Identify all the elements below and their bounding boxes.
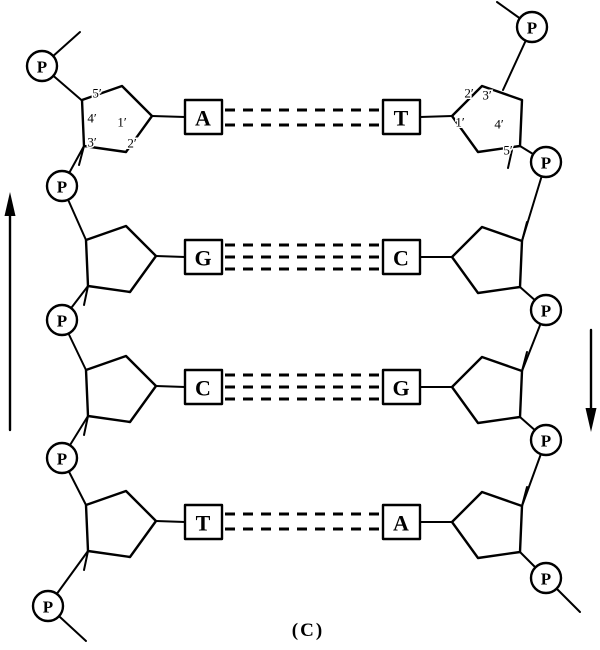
carbon-label: 4′ xyxy=(87,111,97,126)
hydrogen-bonds xyxy=(225,243,380,271)
carbon-label: 2′ xyxy=(464,86,474,101)
bond-stub xyxy=(521,351,528,372)
base-box-left xyxy=(183,503,224,541)
phosphate-label: P xyxy=(57,450,67,469)
bond-stub xyxy=(83,550,89,571)
right-sugar-carbon-labels: 2′ 3′ 1′ 4′ 5′ xyxy=(454,84,515,159)
phosphate-group: P xyxy=(31,589,65,623)
base-pair-row-2: G C xyxy=(155,238,453,276)
phosphate-group: P xyxy=(45,441,79,475)
phosphate-label: P xyxy=(37,58,47,77)
base-letter: A xyxy=(195,106,211,131)
base-letter: C xyxy=(195,376,211,401)
bond-stub xyxy=(78,145,85,166)
phosphate-group: P xyxy=(529,561,563,595)
deoxyribose-sugar xyxy=(450,84,524,154)
base-box-left xyxy=(183,98,224,136)
carbon-label: 4′ xyxy=(494,117,504,132)
carbon-label: 2′ xyxy=(127,136,137,151)
base-box-left xyxy=(183,238,224,276)
phosphate-label: P xyxy=(527,19,537,38)
glycosidic-bond xyxy=(155,385,186,388)
phosphate-label: P xyxy=(43,598,53,617)
deoxyribose-sugar xyxy=(80,84,154,154)
phosphate-group: P xyxy=(515,10,549,44)
deoxyribose-sugar xyxy=(84,224,158,294)
hydrogen-bonds xyxy=(225,512,380,531)
phosphate-label: P xyxy=(541,432,551,451)
left-strand-direction-arrow-up xyxy=(4,192,16,432)
base-box-left xyxy=(183,368,224,406)
right-phosphates: P P P P P xyxy=(515,10,563,595)
deoxyribose-sugar xyxy=(84,354,158,424)
left-sugars xyxy=(80,84,158,559)
base-letter: G xyxy=(194,246,211,271)
carbon-label: 1′ xyxy=(455,115,465,130)
base-box-right xyxy=(381,503,422,541)
phosphate-group: P xyxy=(529,293,563,327)
glycosidic-bond xyxy=(151,115,186,118)
base-pair-row-3: C G xyxy=(155,368,453,406)
phosphate-label: P xyxy=(541,570,551,589)
bond-stub xyxy=(521,486,528,507)
bond-stub xyxy=(521,221,528,242)
base-letter: T xyxy=(196,511,211,536)
phosphate-label: P xyxy=(57,312,67,331)
phosphate-label: P xyxy=(57,178,67,197)
glycosidic-bond xyxy=(155,255,186,258)
right-strand-direction-arrow-down xyxy=(585,328,597,432)
deoxyribose-sugar xyxy=(450,225,524,295)
phosphate-group: P xyxy=(529,423,563,457)
base-letter: C xyxy=(393,246,409,271)
phosphate-group: P xyxy=(45,169,79,203)
base-box-right xyxy=(381,238,422,276)
base-letter: A xyxy=(393,511,409,536)
hydrogen-bonds xyxy=(225,373,380,401)
base-letter: T xyxy=(394,106,409,131)
bond-stub xyxy=(507,149,513,169)
left-phosphates: P P P P P xyxy=(25,49,79,623)
figure-caption: (C) xyxy=(292,620,324,641)
base-box-right xyxy=(381,368,422,406)
glycosidic-bond xyxy=(419,115,453,118)
deoxyribose-sugar xyxy=(450,490,524,560)
carbon-label: 3′ xyxy=(87,135,97,150)
phosphate-group: P xyxy=(25,49,59,83)
right-sugars xyxy=(450,84,524,560)
hydrogen-bonds xyxy=(225,108,380,127)
left-strand-backbone xyxy=(41,31,89,642)
deoxyribose-sugar xyxy=(450,355,524,425)
carbon-label: 5′ xyxy=(503,143,513,158)
phosphate-group: P xyxy=(45,303,79,337)
phosphate-group: P xyxy=(529,145,563,179)
left-sugar-carbon-labels: 5′ 4′ 3′ 1′ 2′ xyxy=(86,84,139,152)
bond-stub xyxy=(83,415,89,436)
base-letter: G xyxy=(392,376,409,401)
deoxyribose-sugar xyxy=(84,489,158,559)
glycosidic-bond xyxy=(155,520,186,523)
carbon-label: 1′ xyxy=(117,115,127,130)
carbon-label: 5′ xyxy=(92,86,102,101)
base-box-right xyxy=(381,98,422,136)
bond-stub xyxy=(83,285,89,306)
phosphate-label: P xyxy=(541,154,551,173)
phosphate-label: P xyxy=(541,302,551,321)
base-pair-row-1: A T xyxy=(151,98,453,136)
carbon-label: 3′ xyxy=(482,88,492,103)
base-pair-row-4: T A xyxy=(155,503,453,541)
